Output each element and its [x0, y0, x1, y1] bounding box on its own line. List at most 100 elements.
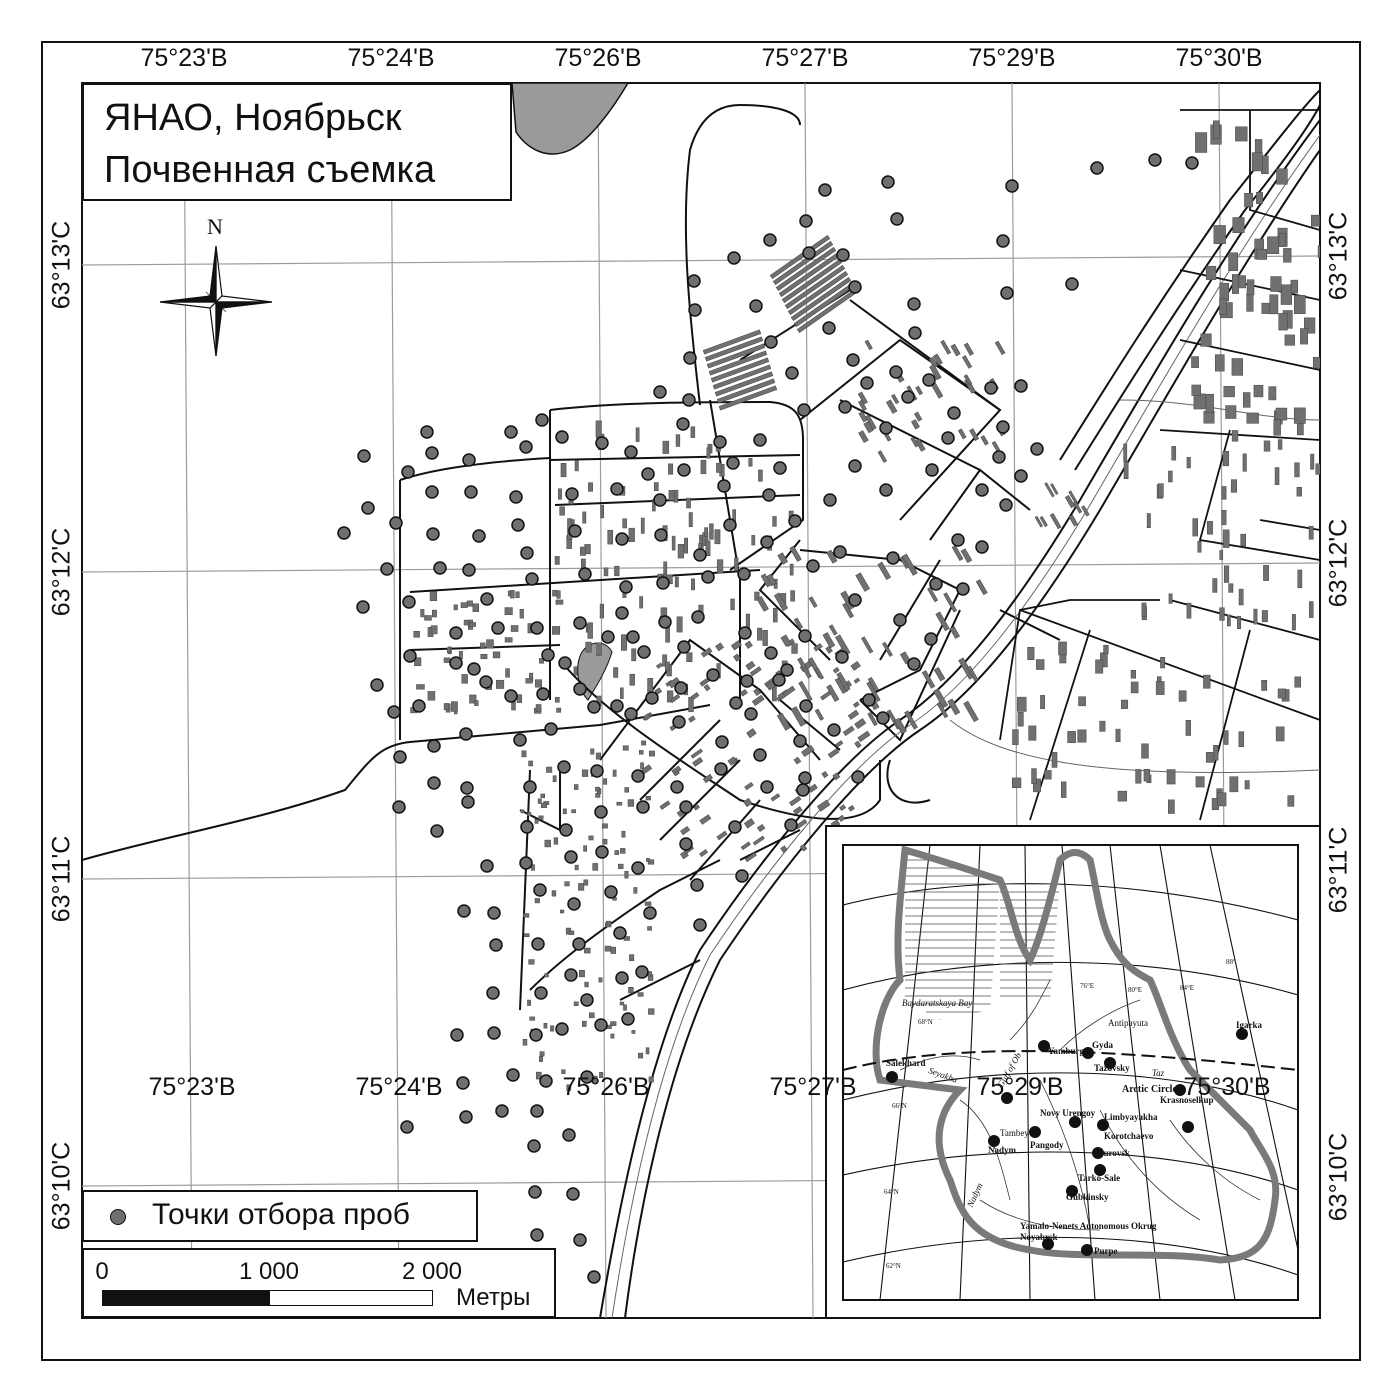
building: [749, 666, 762, 677]
building: [1036, 659, 1045, 670]
sample-point: [558, 656, 572, 670]
longitude-label-bottom: 75°27'В: [769, 1073, 857, 1101]
building: [1034, 515, 1044, 528]
building: [1246, 412, 1259, 424]
building: [854, 740, 862, 749]
sample-point: [615, 971, 629, 985]
building: [463, 619, 469, 626]
building: [858, 411, 868, 423]
sample-point: [706, 668, 720, 682]
sample-point: [836, 248, 850, 262]
building: [1215, 354, 1225, 372]
building: [710, 357, 770, 383]
sample-point: [587, 1270, 601, 1284]
sample-point: [511, 518, 525, 532]
building: [706, 447, 711, 459]
building: [601, 823, 608, 829]
building: [1227, 614, 1231, 627]
sample-point: [672, 715, 686, 729]
sample-point: [749, 299, 763, 313]
industrial-blocks: [999, 109, 1320, 821]
sample-point: [848, 593, 862, 607]
building: [1099, 720, 1106, 732]
building: [910, 436, 919, 448]
building: [1158, 483, 1164, 498]
sample-point: [929, 577, 943, 591]
building: [826, 684, 840, 702]
building: [520, 809, 525, 814]
building: [700, 647, 713, 658]
building: [1312, 356, 1320, 369]
building: [714, 529, 721, 545]
building: [645, 1047, 650, 1055]
building: [799, 843, 808, 852]
building: [602, 838, 608, 845]
scale-tick-label: 2 000: [401, 1258, 463, 1285]
inset-map: [825, 825, 1321, 1319]
building: [1294, 295, 1306, 315]
building: [618, 863, 624, 869]
building: [716, 559, 724, 574]
building: [511, 701, 516, 711]
building: [1267, 236, 1280, 255]
building: [631, 648, 637, 662]
building: [544, 839, 551, 848]
sample-point: [525, 572, 539, 586]
building: [595, 793, 601, 798]
latitude-label-left: 63°10'С: [47, 1141, 76, 1231]
building: [716, 462, 722, 473]
building: [525, 678, 533, 684]
building: [1315, 463, 1320, 475]
sample-point: [996, 234, 1010, 248]
sample-point: [578, 567, 592, 581]
building: [816, 799, 831, 812]
sample-point: [572, 937, 586, 951]
sample-point: [580, 1070, 594, 1084]
sample-point: [835, 650, 849, 664]
sample-point: [519, 440, 533, 454]
sample-point: [387, 705, 401, 719]
sample-point: [486, 986, 500, 1000]
sample-point: [624, 707, 638, 721]
building: [1280, 284, 1292, 305]
sample-point: [784, 818, 798, 832]
building: [743, 797, 753, 808]
sample-point: [559, 823, 573, 837]
building: [443, 657, 451, 663]
sample-point: [624, 445, 638, 459]
building: [1040, 695, 1045, 709]
building: [901, 553, 918, 576]
building: [648, 750, 655, 757]
inset-label-yamburg: Yamburg: [1048, 1046, 1085, 1056]
building: [662, 654, 668, 667]
longitude-label-top: 75°23'В: [140, 44, 228, 72]
sample-point: [908, 326, 922, 340]
building: [861, 636, 874, 654]
building: [573, 666, 578, 676]
sample-point: [601, 630, 615, 644]
map-title: ЯНАО, Ноябрьск: [104, 97, 402, 139]
north-arrow-icon: [159, 245, 273, 357]
sample-point: [975, 483, 989, 497]
sample-point: [822, 321, 836, 335]
map-title-box: ЯНАО, Ноябрьск Почвенная съемка: [82, 83, 512, 201]
building: [832, 772, 841, 781]
building: [1228, 583, 1234, 593]
building: [1193, 393, 1206, 410]
sample-point: [729, 696, 743, 710]
building: [1171, 446, 1177, 461]
building: [705, 540, 711, 556]
building: [1293, 407, 1306, 424]
sample-point: [573, 1233, 587, 1247]
sample-point: [1014, 379, 1028, 393]
latitude-label-right: 63°13'С: [1324, 211, 1353, 301]
sample-point: [573, 682, 587, 696]
building: [858, 430, 869, 444]
building: [1143, 769, 1151, 782]
building: [1269, 294, 1279, 315]
sample-point: [717, 479, 731, 493]
sample-point: [760, 535, 774, 549]
sample-point: [984, 381, 998, 395]
building: [836, 671, 851, 692]
sample-point: [715, 735, 729, 749]
